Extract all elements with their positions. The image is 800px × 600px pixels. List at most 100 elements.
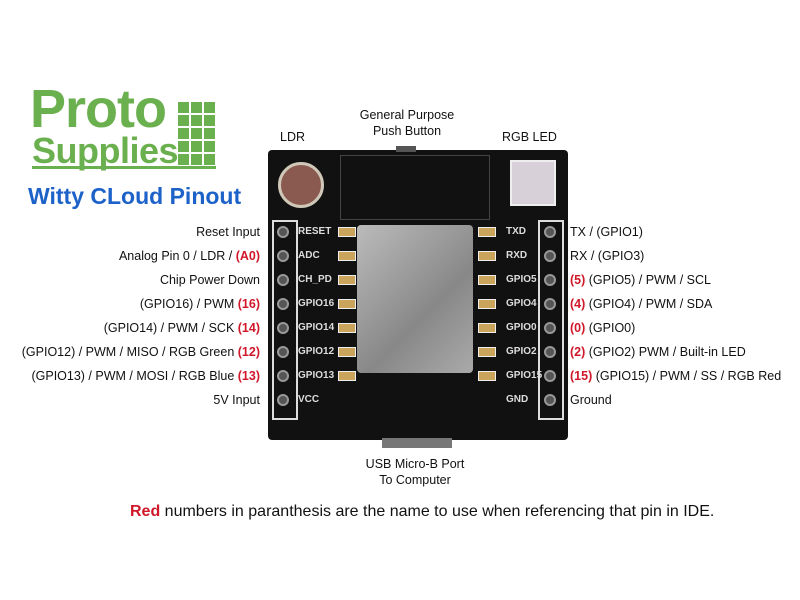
ide-number: (0) <box>570 321 586 335</box>
pin-description: (GPIO2) PWM / Built-in LED <box>585 345 746 359</box>
right-pin-label: RX / (GPIO3) <box>570 248 644 264</box>
silkscreen-label: TXD <box>506 226 526 237</box>
silkscreen-label: GPIO4 <box>506 298 537 309</box>
pin-description: (GPIO15) / PWM / SS / RGB Red <box>592 369 782 383</box>
ide-number: (2) <box>570 345 586 359</box>
header-pin <box>277 370 289 382</box>
pin-description: 5V Input <box>213 393 260 407</box>
ldr-label: LDR <box>280 130 306 144</box>
solder-pad <box>478 371 496 381</box>
usb-port[interactable] <box>382 438 452 448</box>
usb-label-line2: To Computer <box>379 473 451 487</box>
header-pin <box>544 370 556 382</box>
right-pin-label: (2) (GPIO2) PWM / Built-in LED <box>570 344 746 360</box>
silkscreen-label: CH_PD <box>298 274 332 285</box>
push-button[interactable] <box>396 146 416 152</box>
pin-description: Reset Input <box>196 225 260 239</box>
header-pin <box>277 346 289 358</box>
left-pin-label: (GPIO12) / PWM / MISO / RGB Green (12) <box>22 344 260 360</box>
pin-description: (GPIO12) / PWM / MISO / RGB Green <box>21 345 238 359</box>
usb-label-line1: USB Micro-B Port <box>365 457 465 471</box>
right-pin-label: (0) (GPIO0) <box>570 320 635 336</box>
left-pin-label: (GPIO13) / PWM / MOSI / RGB Blue (13) <box>31 368 260 384</box>
ide-number: (13) <box>237 369 260 383</box>
header-pin <box>277 394 289 406</box>
header-pin <box>544 226 556 238</box>
solder-pad <box>338 371 356 381</box>
antenna <box>340 155 490 220</box>
solder-pad <box>478 227 496 237</box>
pin-description: (GPIO4) / PWM / SDA <box>585 297 713 311</box>
logo-proto: Proto <box>30 79 167 139</box>
ide-number: (15) <box>570 369 593 383</box>
left-pin-label: 5V Input <box>213 392 260 408</box>
solder-pad <box>478 323 496 333</box>
pin-description: Chip Power Down <box>159 273 260 287</box>
solder-pad <box>478 275 496 285</box>
solder-pad <box>478 347 496 357</box>
solder-pad <box>338 251 356 261</box>
pin-description: (GPIO5) / PWM / SCL <box>585 273 711 287</box>
left-pin-label: (GPIO14) / PWM / SCK (14) <box>104 320 260 336</box>
solder-pad <box>338 299 356 309</box>
silkscreen-label: GPIO2 <box>506 346 537 357</box>
header-pin <box>544 250 556 262</box>
header-pin <box>277 322 289 334</box>
header-pin <box>544 274 556 286</box>
header-pin <box>277 298 289 310</box>
left-pin-label: Reset Input <box>196 224 260 240</box>
header-pin <box>544 322 556 334</box>
header-pin <box>544 346 556 358</box>
right-pin-label: (15) (GPIO15) / PWM / SS / RGB Red <box>570 368 781 384</box>
logo-underline <box>32 166 216 169</box>
solder-pad <box>338 227 356 237</box>
ide-number: (A0) <box>235 249 260 263</box>
silkscreen-label: RESET <box>298 226 332 237</box>
solder-pad <box>338 275 356 285</box>
silkscreen-label: RXD <box>506 250 528 261</box>
button-label-line1: General Purpose <box>359 108 455 122</box>
ide-number: (16) <box>237 297 260 311</box>
ide-number: (14) <box>237 321 260 335</box>
rgb-led-label: RGB LED <box>502 130 557 144</box>
right-pin-label: Ground <box>570 392 612 408</box>
silkscreen-label: GND <box>506 394 529 405</box>
ide-number: (5) <box>570 273 586 287</box>
silkscreen-label: GPIO0 <box>506 322 537 333</box>
header-pin <box>277 226 289 238</box>
footer-red: Red <box>130 503 161 520</box>
right-header <box>538 220 564 420</box>
right-pin-label: (5) (GPIO5) / PWM / SCL <box>570 272 711 288</box>
footer-note: Red numbers in paranthesis are the name … <box>130 503 714 521</box>
ide-number: (12) <box>237 345 260 359</box>
solder-pad <box>338 323 356 333</box>
logo-grid-icon <box>178 102 216 165</box>
footer-text: numbers in paranthesis are the name to u… <box>160 503 715 520</box>
header-pin <box>544 298 556 310</box>
silkscreen-label: GPIO12 <box>298 346 335 357</box>
pin-description: (GPIO13) / PWM / MOSI / RGB Blue <box>31 369 238 383</box>
right-pin-label: TX / (GPIO1) <box>570 224 643 240</box>
silkscreen-label: GPIO15 <box>506 370 543 381</box>
left-pin-label: (GPIO16) / PWM (16) <box>140 296 260 312</box>
silkscreen-label: GPIO14 <box>298 322 335 333</box>
silkscreen-label: ADC <box>298 250 320 261</box>
silkscreen-label: VCC <box>298 394 320 405</box>
header-pin <box>544 394 556 406</box>
solder-pad <box>478 299 496 309</box>
usb-label: USB Micro-B Port To Computer <box>360 456 470 488</box>
page-title: Witty CLoud Pinout <box>28 183 242 209</box>
header-pin <box>277 250 289 262</box>
solder-pad <box>478 251 496 261</box>
left-pin-label: Analog Pin 0 / LDR / (A0) <box>119 248 260 264</box>
esp8266-module <box>357 225 473 373</box>
pin-description: Ground <box>570 393 612 407</box>
solder-pad <box>338 347 356 357</box>
silkscreen-label: GPIO16 <box>298 298 335 309</box>
button-label-line2: Push Button <box>372 124 442 138</box>
ldr-sensor <box>278 162 324 208</box>
pin-description: RX / (GPIO3) <box>570 249 645 263</box>
pin-description: TX / (GPIO1) <box>570 225 643 239</box>
right-pin-label: (4) (GPIO4) / PWM / SDA <box>570 296 712 312</box>
